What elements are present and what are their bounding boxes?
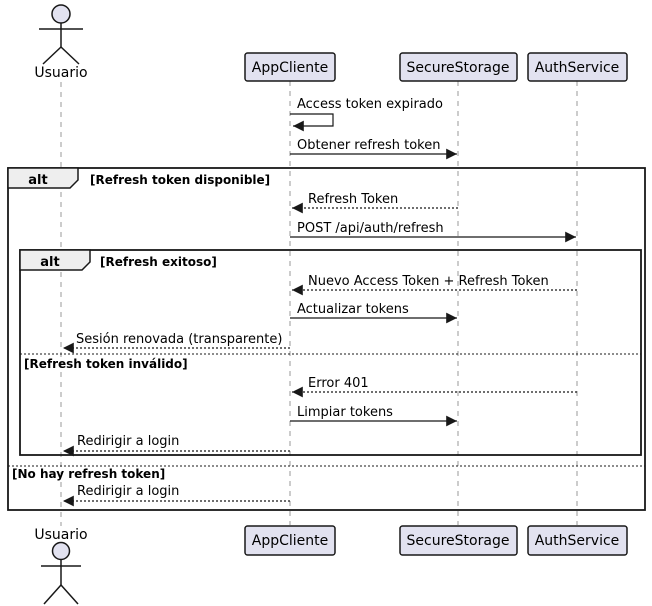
message-label: Redirigir a login: [77, 434, 179, 449]
participant-box: [244, 525, 336, 556]
participant-appcliente-bottom: AppCliente: [244, 525, 336, 556]
message-label: Refresh Token: [308, 192, 398, 207]
message-redirigir-a-login-1: Redirigir a login: [63, 434, 290, 457]
alt-operator-label: alt: [28, 173, 47, 188]
actor-usuario-top: Usuario: [34, 4, 88, 81]
message-access-token-expirado: Access token expirado: [290, 97, 443, 132]
message-redirigir-a-login-2: Redirigir a login: [63, 484, 290, 507]
participant-box: [527, 52, 628, 82]
participant-box: [399, 525, 518, 556]
participant-label: AuthService: [535, 533, 620, 549]
alt-condition-label: [Refresh exitoso]: [100, 255, 217, 269]
participant-label: AppCliente: [252, 60, 329, 76]
participants-bottom: AppCliente SecureStorage AuthService: [244, 525, 628, 556]
participant-box: [527, 525, 628, 556]
actor-usuario-bottom: Usuario: [34, 527, 88, 605]
participant-securestorage-top: SecureStorage: [399, 52, 518, 82]
participant-authservice-top: AuthService: [527, 52, 628, 82]
message-refresh-token: Refresh Token: [292, 192, 458, 214]
message-label: Obtener refresh token: [297, 138, 440, 153]
actor-leg-left: [42, 46, 62, 65]
alt-else-condition-label: [No hay refresh token]: [12, 467, 165, 481]
participant-appcliente-top: AppCliente: [244, 52, 336, 82]
actor-label: Usuario: [34, 65, 87, 81]
participant-box: [244, 52, 336, 82]
message-post-api-auth-refresh: POST /api/auth/refresh: [290, 221, 576, 243]
messages: Access token expirado Obtener refresh to…: [63, 97, 577, 507]
alt-operator-pentagon: [19, 249, 91, 271]
message-label: Limpiar tokens: [297, 405, 393, 420]
message-label: POST /api/auth/refresh: [297, 221, 444, 236]
message-label: Sesión renovada (transparente): [76, 332, 282, 347]
message-label: Access token expirado: [297, 97, 443, 112]
alt-condition-label: [Refresh token disponible]: [90, 173, 270, 187]
alt-frame-outer-border: [7, 167, 646, 511]
actor-leg-left: [43, 584, 62, 605]
actor-leg-right: [60, 584, 79, 605]
alt-operator-pentagon: [7, 167, 79, 189]
participant-label: AppCliente: [252, 533, 329, 549]
message-label: Error 401: [308, 376, 369, 391]
alt-frame-outer: [7, 167, 646, 511]
actor-leg-right: [60, 46, 80, 65]
alt-operator-label: alt: [40, 255, 59, 270]
participant-authservice-bottom: AuthService: [527, 525, 628, 556]
participant-label: SecureStorage: [407, 60, 510, 76]
alt-frame-outer-header: alt [Refresh token disponible] [No hay r…: [7, 167, 270, 481]
message-sesion-renovada: Sesión renovada (transparente): [63, 332, 290, 354]
message-label: Redirigir a login: [77, 484, 179, 499]
actor-head-icon: [51, 541, 71, 561]
alt-frame-inner-border: [19, 249, 642, 456]
message-limpiar-tokens: Limpiar tokens: [290, 405, 457, 427]
message-label: Actualizar tokens: [297, 302, 409, 317]
participant-securestorage-bottom: SecureStorage: [399, 525, 518, 556]
participant-label: SecureStorage: [407, 533, 510, 549]
alt-frame-inner: [19, 249, 642, 456]
alt-frame-inner-header: alt [Refresh exitoso] [Refresh token inv…: [19, 249, 217, 371]
participant-box: [399, 52, 518, 82]
alt-else-condition-label: [Refresh token inválido]: [24, 357, 188, 371]
message-actualizar-tokens: Actualizar tokens: [290, 302, 457, 324]
self-message-arrow: [290, 113, 334, 132]
message-error-401: Error 401: [292, 376, 577, 398]
message-nuevo-access-token: Nuevo Access Token + Refresh Token: [292, 274, 577, 296]
actor-label: Usuario: [34, 527, 87, 543]
actor-head-icon: [51, 4, 71, 24]
participant-label: AuthService: [535, 60, 620, 76]
message-label: Nuevo Access Token + Refresh Token: [308, 274, 549, 289]
message-obtener-refresh-token: Obtener refresh token: [290, 138, 457, 160]
participants-top: AppCliente SecureStorage AuthService: [244, 52, 628, 82]
